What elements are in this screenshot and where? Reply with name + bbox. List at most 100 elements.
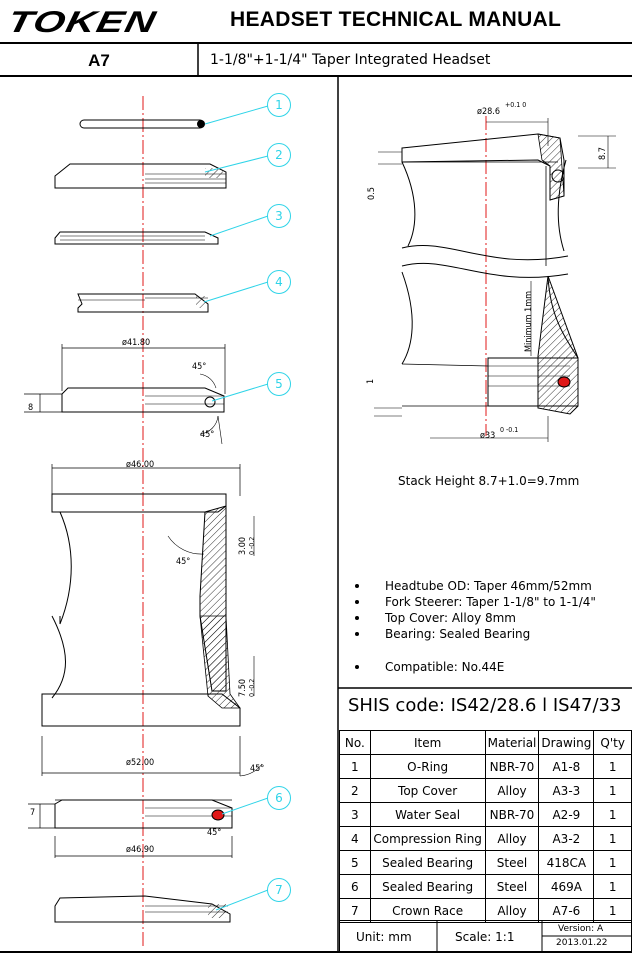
dim-assembly-bottom-dia: ø33 bbox=[480, 431, 496, 441]
cell-material: Alloy bbox=[484, 826, 540, 851]
cell-item: Crown Race bbox=[369, 898, 486, 923]
cell-no: 2 bbox=[339, 778, 371, 803]
cell-qty: 1 bbox=[593, 754, 632, 779]
cell-drawing: A1-8 bbox=[538, 754, 595, 779]
col-no: No. bbox=[339, 730, 371, 755]
cell-material: NBR-70 bbox=[484, 802, 540, 827]
dim-headtube-top-depth-tol: 0 -0.2 bbox=[248, 536, 256, 555]
cell-no: 4 bbox=[339, 826, 371, 851]
footer-date: 2013.01.22 bbox=[556, 938, 608, 948]
cell-drawing: A3-2 bbox=[538, 826, 595, 851]
callout-6: 6 bbox=[267, 786, 291, 810]
cell-item: Top Cover bbox=[369, 778, 486, 803]
col-material: Material bbox=[484, 730, 540, 755]
cell-item: Water Seal bbox=[369, 802, 486, 827]
dim-assembly-bottom-dia-tol: 0 -0.1 bbox=[500, 426, 519, 434]
dim-headtube-bottom-depth: 7.50 bbox=[238, 678, 248, 697]
cell-item: O-Ring bbox=[369, 754, 486, 779]
exploded-view-drawing bbox=[24, 96, 269, 946]
cell-drawing: 469A bbox=[538, 874, 595, 899]
col-item: Item bbox=[369, 730, 486, 755]
dim-lower-bearing-angle: 45° bbox=[207, 828, 222, 838]
cell-no: 3 bbox=[339, 802, 371, 827]
footer-scale: Scale: 1:1 bbox=[455, 930, 515, 944]
cell-qty: 1 bbox=[593, 898, 632, 923]
dim-assembly-min-insert: Minimum 1mm bbox=[524, 290, 534, 352]
callout-5: 5 bbox=[267, 372, 291, 396]
spec-fork-steerer: Fork Steerer: Taper 1-1/8" to 1-1/4" bbox=[355, 594, 596, 610]
cell-material: Steel bbox=[484, 850, 540, 875]
part-water-seal bbox=[54, 231, 219, 245]
callout-2: 2 bbox=[267, 143, 291, 167]
assembly-section-drawing bbox=[374, 116, 616, 442]
callout-leaders bbox=[203, 105, 269, 911]
cell-item: Compression Ring bbox=[369, 826, 486, 851]
dim-lower-bearing-height: 7 bbox=[30, 808, 36, 818]
model-description: 1-1/8"+1-1/4" Taper Integrated Headset bbox=[210, 52, 491, 68]
dim-headtube-top-depth: 3.00 bbox=[238, 536, 248, 555]
dim-assembly-top-dia: ø28.6 bbox=[477, 107, 500, 117]
dim-headtube-bottom-dia: ø52.00 bbox=[126, 758, 155, 768]
spec-headtube: Headtube OD: Taper 46mm/52mm bbox=[355, 578, 596, 594]
callout-4: 4 bbox=[267, 270, 291, 294]
spec-list: Headtube OD: Taper 46mm/52mm Fork Steere… bbox=[355, 578, 596, 675]
cell-qty: 1 bbox=[593, 826, 632, 851]
page-title: HEADSET TECHNICAL MANUAL bbox=[230, 8, 562, 31]
cell-no: 5 bbox=[339, 850, 371, 875]
stack-height-note: Stack Height 8.7+1.0=9.7mm bbox=[398, 474, 580, 488]
cell-item: Sealed Bearing bbox=[369, 850, 486, 875]
cell-material: Alloy bbox=[484, 778, 540, 803]
col-qty: Q'ty bbox=[593, 730, 632, 755]
part-top-cover bbox=[54, 163, 227, 189]
col-drawing: Drawing bbox=[538, 730, 595, 755]
part-lower-bearing bbox=[28, 799, 233, 858]
spec-bearing: Bearing: Sealed Bearing bbox=[355, 626, 596, 642]
dim-headtube-bottom-angle: 45° bbox=[250, 764, 265, 774]
cell-material: Steel bbox=[484, 874, 540, 899]
cell-no: 1 bbox=[339, 754, 371, 779]
cell-no: 7 bbox=[339, 898, 371, 923]
callout-3: 3 bbox=[267, 204, 291, 228]
dim-bearing-angle-bottom: 45° bbox=[200, 430, 215, 440]
callout-1: 1 bbox=[267, 93, 291, 117]
spec-top-cover: Top Cover: Alloy 8mm bbox=[355, 610, 596, 626]
dim-bearing-height: 8 bbox=[28, 403, 34, 413]
cell-qty: 1 bbox=[593, 874, 632, 899]
dim-bearing-angle-top: 45° bbox=[192, 362, 207, 372]
cell-qty: 1 bbox=[593, 802, 632, 827]
cell-drawing: A2-9 bbox=[538, 802, 595, 827]
part-upper-bearing bbox=[24, 344, 226, 445]
cell-drawing: A7-6 bbox=[538, 898, 595, 923]
callout-7: 7 bbox=[267, 878, 291, 902]
part-o-ring bbox=[79, 119, 205, 129]
cell-drawing: A3-3 bbox=[538, 778, 595, 803]
dim-lower-bearing-dia: ø46.90 bbox=[126, 845, 155, 855]
cell-no: 6 bbox=[339, 874, 371, 899]
dim-headtube-top-dia: ø46.00 bbox=[126, 460, 155, 470]
model-code: A7 bbox=[88, 51, 110, 70]
cell-material: NBR-70 bbox=[484, 754, 540, 779]
cell-drawing: 418CA bbox=[538, 850, 595, 875]
part-compression-ring bbox=[77, 293, 209, 313]
dim-assembly-spacer: 0.5 bbox=[367, 187, 377, 200]
spec-compatible: Compatible: No.44E bbox=[355, 659, 596, 675]
dim-assembly-bottom-stack: 1 bbox=[366, 378, 376, 384]
dim-headtube-top-angle: 45° bbox=[176, 557, 191, 567]
footer-unit: Unit: mm bbox=[356, 930, 412, 944]
dim-assembly-stack-top: 8.7 bbox=[598, 147, 608, 160]
dim-assembly-top-dia-tol: +0.1 0 bbox=[505, 101, 527, 109]
headtube-section bbox=[41, 464, 263, 777]
shis-code: SHIS code: IS42/28.6 l IS47/33 bbox=[348, 695, 622, 716]
cell-material: Alloy bbox=[484, 898, 540, 923]
parts-table-header: No. Item Material Drawing Q'ty bbox=[339, 730, 632, 755]
dim-headtube-bottom-depth-tol: 0 -0.2 bbox=[248, 678, 256, 697]
footer-version: Version: A bbox=[558, 924, 604, 934]
dim-bearing-top-dia: ø41.80 bbox=[122, 338, 151, 348]
